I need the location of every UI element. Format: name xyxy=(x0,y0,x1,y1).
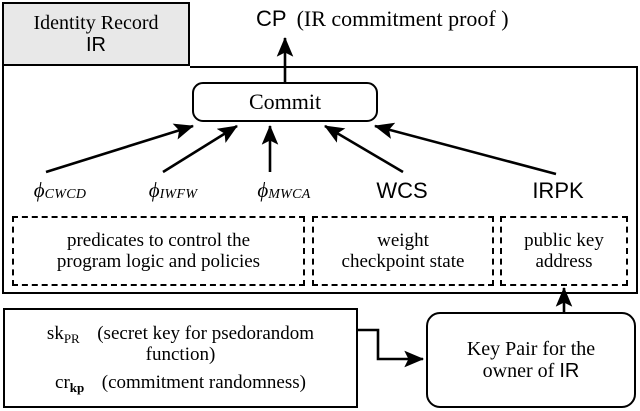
identity-record-title: Identity Record xyxy=(33,11,159,34)
arrow-secrets-to-keypair xyxy=(358,328,425,368)
phi-symbol-iwfw: ϕ xyxy=(148,178,160,203)
wcs-symbol: WCS xyxy=(376,177,428,203)
phi-symbol-cwcd: ϕ xyxy=(33,178,45,203)
description-box-weight: weight checkpoint state xyxy=(312,216,494,286)
commitment-proof-label: CP (IR commitment proof ) xyxy=(256,4,586,34)
commit-node-label: Commit xyxy=(248,88,322,114)
description-pubkey-line1: public key xyxy=(524,229,604,251)
commit-node: Commit xyxy=(192,82,378,122)
phi-symbol-mwca: ϕ xyxy=(257,178,269,203)
keypair-line2-ir: IR xyxy=(559,360,580,382)
commitment-randomness-subscript: kp xyxy=(69,379,85,395)
secrets-box: skPR (secret key for psedorandom functio… xyxy=(3,308,358,408)
secret-key-name: sk xyxy=(46,323,64,345)
input-label-irpk: IRPK xyxy=(496,177,620,205)
phi-subscript-cwcd: CWCD xyxy=(44,187,87,203)
arrow-cwcd-to-commit xyxy=(45,123,194,174)
description-pubkey-line2: address xyxy=(535,251,593,272)
secrets-line-1: skPR (secret key for psedorandom xyxy=(46,323,315,347)
keypair-line2-prefix: owner of xyxy=(482,360,560,382)
description-weight-line2: checkpoint state xyxy=(341,251,465,272)
arrow-irpk-to-commit xyxy=(373,122,557,176)
keypair-node: Key Pair for the owner of IR xyxy=(426,312,636,408)
upper-region-frame-top xyxy=(190,66,638,68)
description-box-predicates: predicates to control the program logic … xyxy=(12,216,305,286)
arrow-wcs-to-commit xyxy=(324,124,404,174)
commitment-randomness-description: (commitment randomness) xyxy=(101,371,306,393)
cp-name: CP xyxy=(256,5,287,31)
description-predicates-line1: predicates to control the xyxy=(66,229,251,251)
phi-subscript-mwca: MWCA xyxy=(268,187,311,203)
identity-record-box: Identity Record IR xyxy=(2,2,190,66)
commitment-randomness-name: cr xyxy=(55,371,70,393)
keypair-line1: Key Pair for the xyxy=(466,337,596,360)
arrow-iwfw-to-commit xyxy=(162,124,238,174)
input-label-wcs: WCS xyxy=(348,177,456,205)
secrets-line-3: crkp (commitment randomness) xyxy=(55,371,306,395)
description-predicates-line2: program logic and policies xyxy=(56,251,261,272)
description-weight-line1: weight xyxy=(377,229,429,251)
keypair-line2: owner of IR xyxy=(483,360,580,382)
description-box-pubkey: public key address xyxy=(500,216,628,286)
irpk-symbol: IRPK xyxy=(532,177,584,203)
secret-key-description: (secret key for psedorandom xyxy=(97,323,315,345)
secret-key-subscript: PR xyxy=(63,331,80,347)
cp-description: (IR commitment proof ) xyxy=(296,5,509,31)
phi-subscript-iwfw: IWFW xyxy=(159,187,198,203)
secrets-line-2: function) xyxy=(145,344,216,366)
identity-record-abbrev: IR xyxy=(86,34,106,56)
